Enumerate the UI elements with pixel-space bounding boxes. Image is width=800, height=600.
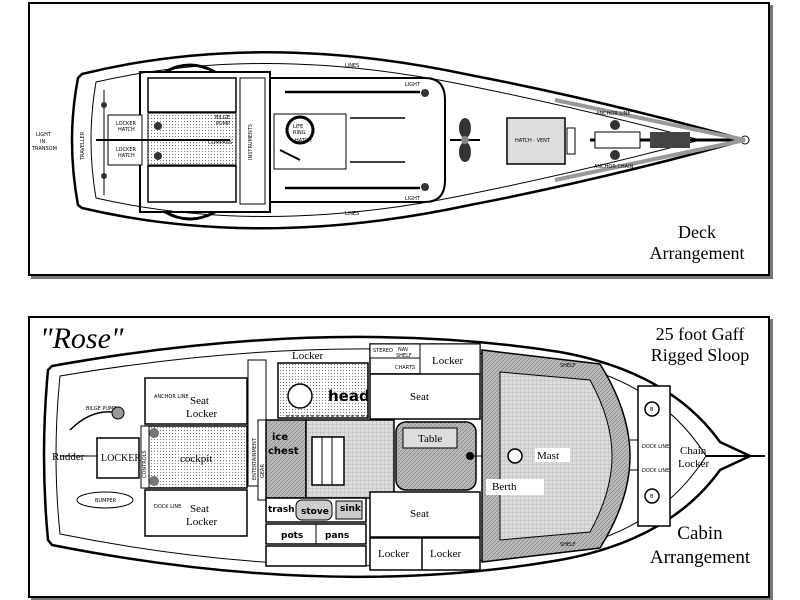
label-shelf-bottom: SHELF <box>560 542 576 548</box>
label-charts: CHARTS <box>395 365 415 371</box>
label-trash: trash <box>268 505 295 515</box>
label-bilge-pump-cabin: BILGE PUMP <box>86 406 116 412</box>
label-seat-bottom: Seat <box>410 508 429 520</box>
deck-labels: LINES LINES LIGHT LIGHT LIGHT IN TRANSOM… <box>31 63 634 217</box>
label-seat-locker-bottom-1: Seat <box>190 503 209 515</box>
label-sink: sink <box>340 504 362 514</box>
label-berth: Berth <box>492 481 517 493</box>
label-locker-bottom-fwd: Locker <box>430 548 461 560</box>
label-hatch: HATCH <box>295 138 312 144</box>
label-light-top: LIGHT <box>405 82 421 88</box>
label-dock-line-fwd-bottom: DOCK LINE <box>642 468 669 474</box>
label-controls: CONTROLS <box>142 450 148 478</box>
label-bow-b-bottom: B <box>650 494 654 500</box>
deck-title: Deck Arrangement <box>642 222 752 264</box>
deck-title-line2: Arrangement <box>649 243 745 263</box>
label-light-in-transom-1: LIGHT <box>36 132 52 138</box>
label-locker-hatch-bottom-2: HATCH <box>118 153 135 159</box>
label-chain-locker: Locker <box>678 458 709 470</box>
label-traveller: TRAVELLER <box>80 131 86 161</box>
cabin-galley-area <box>247 359 395 567</box>
label-seat-locker-top-2: Locker <box>186 408 217 420</box>
label-lines-top: LINES <box>345 63 359 69</box>
boat-spec-line1: 25 foot Gaff <box>655 324 745 344</box>
label-locker-top-fwd: Locker <box>432 355 463 367</box>
deck-cockpit <box>96 63 271 221</box>
label-light-in-transom-2: IN <box>40 139 45 145</box>
deck-title-line1: Deck <box>678 222 716 242</box>
boat-spec-line2: Rigged Sloop <box>650 345 750 365</box>
label-locker-rudder: LOCKER <box>101 453 141 464</box>
cabin-title-line2: Arrangement <box>649 547 751 568</box>
deck-cabin-top <box>269 77 690 203</box>
label-hatch-vent: HATCH · VENT <box>515 138 551 144</box>
label-life-ring-1: LIFE <box>293 124 303 130</box>
label-seat-locker-bottom-2: Locker <box>186 516 217 528</box>
label-locker-hatch-top-2: HATCH <box>118 127 135 133</box>
boat-name: "Rose" <box>40 322 124 355</box>
label-cockpit: cockpit <box>180 453 212 465</box>
label-locker-hatch-bottom-1: LOCKER <box>116 147 136 153</box>
label-pans: pans <box>325 531 349 541</box>
cabin-v-berth <box>481 349 671 563</box>
label-life-ring-2: RING <box>293 130 306 136</box>
boat-spec: 25 foot Gaff Rigged Sloop <box>630 324 770 366</box>
label-stereo: STEREO <box>373 348 393 354</box>
label-anchor-line-cabin: ANCHOR LINE <box>154 394 189 400</box>
label-mast: Mast <box>537 450 559 462</box>
label-locker-top-aft: Locker <box>292 350 323 362</box>
label-bilge-pump-1: BILGE <box>215 115 230 121</box>
cabin-cockpit-area <box>60 377 248 537</box>
cabin-arrangement-panel <box>28 316 770 598</box>
label-nav-shelf-1: NAV <box>398 347 409 353</box>
label-nav-shelf-2: SHELF <box>396 353 412 359</box>
label-light-bottom: LIGHT <box>405 196 421 202</box>
label-seat-top: Seat <box>410 391 429 403</box>
label-pots: pots <box>281 531 303 541</box>
label-ice-chest-2: chest <box>268 446 299 457</box>
cabin-title-line1: Cabin <box>677 523 723 544</box>
label-anchor-line: ANCHOR LINE <box>596 111 631 117</box>
label-anchor-chain: ANCHOR CHAIN <box>594 164 634 170</box>
label-dock-line-fwd-top: DOCK LINE <box>642 444 669 450</box>
label-locker-hatch-top-1: LOCKER <box>116 121 136 127</box>
label-gear: GEAR <box>260 464 266 478</box>
label-head: head <box>328 387 370 405</box>
label-bilge-pump-2: PUMP <box>216 121 230 127</box>
label-ice-chest-1: ice <box>272 432 288 443</box>
label-rudder: Rudder <box>52 451 85 463</box>
label-locker-bottom-aft: Locker <box>378 548 409 560</box>
label-lines-bottom: LINES <box>345 211 359 217</box>
label-light-in-transom-3: TRANSOM <box>31 146 57 152</box>
cabin-title: Cabin Arrangement <box>640 522 760 570</box>
label-compass: COMPASS <box>208 140 232 146</box>
label-table: Table <box>418 433 442 445</box>
cabin-main-salon <box>369 343 620 571</box>
label-entertainment: ENTERTAINMENT <box>252 437 258 480</box>
label-bumper: BUMPER <box>95 498 117 504</box>
label-dock-line-aft: DOCK LINE <box>154 504 181 510</box>
label-bow-b-top: B <box>650 407 654 413</box>
label-shelf-top: SHELF <box>560 363 576 369</box>
label-chain: Chain <box>680 445 707 457</box>
label-stove: stove <box>301 507 329 517</box>
label-instruments: INSTRUMENTS <box>248 124 254 160</box>
label-seat-locker-top-1: Seat <box>190 395 209 407</box>
